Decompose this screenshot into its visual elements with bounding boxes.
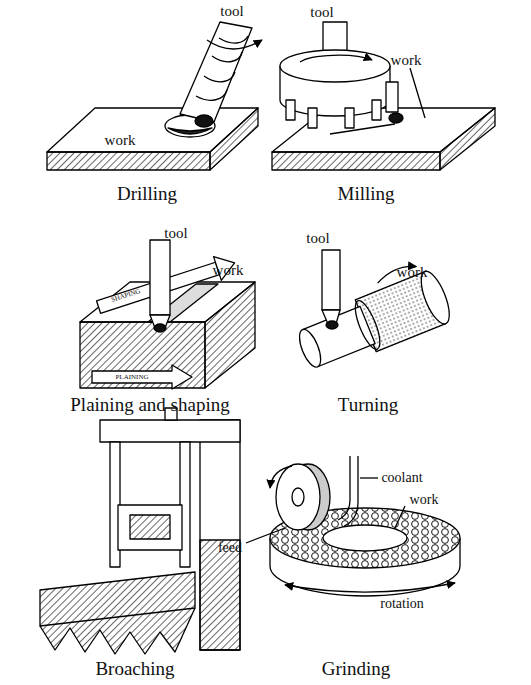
column-base [200,540,240,650]
milling-figure [272,22,495,170]
caption: Plaining and shaping [70,395,229,414]
drill-flute [204,72,235,82]
broaching-figure [40,408,240,654]
workpiece-front [272,152,440,170]
rotation-arrow [300,55,372,62]
rotation-arrow [285,583,455,592]
leader-line [360,477,378,478]
planing-arrow [92,365,192,389]
caption: Drilling [117,184,177,203]
caption: Broaching [95,659,174,678]
grinding-figure [246,456,460,596]
coolant-pipe [344,456,358,526]
table-center [323,525,407,551]
part-label: work [213,263,244,278]
workpiece-end [295,327,325,370]
planing-figure [80,240,255,389]
workpiece-side [210,108,258,170]
cutting-tool [322,250,340,310]
part-label: work [410,493,439,507]
motion-label: SHAPING [110,288,141,304]
broach-teeth [40,608,195,654]
cutter-top [280,50,390,82]
caption: Grinding [322,659,391,678]
machine-column [200,420,240,650]
workpiece-side [205,282,255,388]
drill-flute [212,52,242,62]
wheel-hub [292,488,304,506]
workpiece-side [440,108,495,170]
part-label: tool [306,231,329,246]
caption: Milling [337,184,394,203]
part-label: coolant [381,471,422,485]
part-label: work [105,133,136,148]
leader-line [246,528,285,543]
cutting-tool [150,240,170,315]
turning-figure [287,250,455,377]
motion-label: rotation [380,597,424,611]
coolant-pipe [338,456,350,520]
rotation-arrow [207,40,262,49]
workpiece-front [47,152,210,170]
broach-holder [130,515,170,539]
drilling-figure [47,22,262,170]
part-label: tool [310,5,333,20]
leader-line [410,68,425,118]
ram-block [118,505,182,550]
motion-label: PLAINING [115,374,148,381]
caption: Turning [338,395,399,414]
part-label: work [397,265,428,280]
metal-chip [195,115,213,127]
part-label: feed [218,541,242,555]
shoulder [350,298,384,352]
drill-flute [219,36,248,43]
top-beam [100,420,240,442]
milled-groove [330,124,395,134]
part-label: work [391,53,422,68]
metal-chip [326,321,338,329]
cutter-tooth [372,100,381,120]
grinding-wheel [276,464,320,530]
cutter-tooth [286,100,295,120]
hole-shadow [168,128,212,134]
leader-line [395,506,405,528]
cutter-tooth [386,82,398,112]
cutter-tooth [308,108,317,128]
metal-chip [389,113,403,123]
metal-chip [154,324,166,332]
part-label: tool [220,4,243,19]
twist-drill [180,22,252,122]
cutter-tooth [345,108,354,128]
drill-flute [196,90,227,100]
workpiece-front [80,322,205,388]
drilled-hole [165,115,215,137]
wheel-rotation-arrow [270,466,292,488]
part-label: tool [164,226,187,241]
